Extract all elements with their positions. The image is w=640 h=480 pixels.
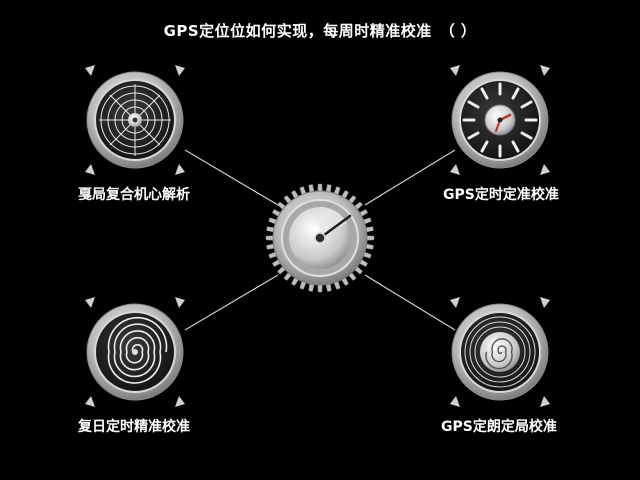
connector-bottom-left: [184, 274, 279, 331]
movement-top-right: [450, 65, 550, 175]
label-top-right: GPS定时定准校准: [443, 187, 559, 203]
label-top-left: 戛局复合机心解析: [78, 187, 190, 203]
label-bottom-right: GPS定朗定局校准: [441, 419, 557, 435]
label-bottom-left: 复日定时精准校准: [78, 419, 190, 435]
connector-top-right: [364, 149, 456, 206]
movement-bottom-right: [450, 297, 550, 407]
movement-center-gear: [265, 183, 375, 293]
connector-lines: [184, 149, 456, 331]
connector-top-left: [184, 149, 279, 206]
diagram-title: GPS定位位如何实现，每周时精准校准 （ ）: [163, 22, 477, 40]
movement-bottom-left: [85, 297, 185, 407]
connector-bottom-right: [364, 274, 456, 331]
movement-top-left: [85, 65, 185, 175]
